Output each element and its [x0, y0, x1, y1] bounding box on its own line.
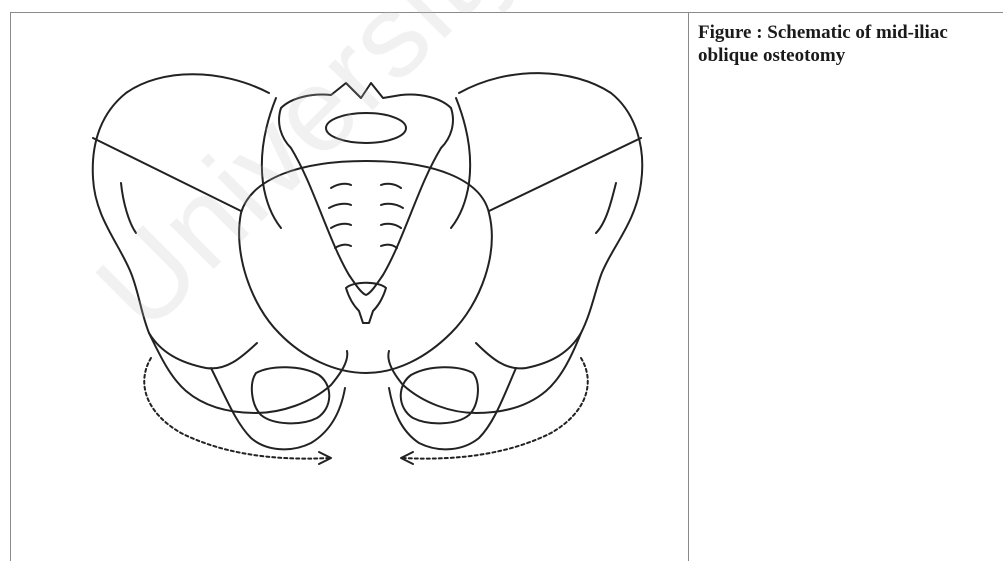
sacral-foramen-left-1 — [331, 184, 351, 188]
pelvis-osteotomy-figure — [11, 13, 688, 561]
sacral-foramen-right-4 — [381, 245, 397, 248]
right-ilium-inner-contour — [596, 183, 616, 233]
left-ilium-inner-contour — [121, 183, 136, 233]
right-osteotomy-line — [489, 138, 641, 211]
left-rotation-arrow — [144, 358, 329, 459]
left-osteotomy-line — [93, 138, 241, 211]
sacral-foramen-left-3 — [331, 224, 351, 228]
right-rotation-arrow — [403, 358, 588, 459]
coccyx — [346, 283, 386, 323]
pelvic-brim — [239, 161, 492, 373]
figure-caption: Figure : Schematic of mid-iliac oblique … — [698, 21, 998, 67]
right-ischium-outline — [389, 368, 516, 449]
right-ilium-outline — [459, 73, 642, 368]
sacral-foramen-left-2 — [329, 204, 351, 208]
sacral-foramen-left-4 — [335, 245, 351, 248]
pelvis-illustration-icon — [11, 13, 688, 561]
sacral-foramen-right-3 — [381, 224, 401, 228]
sacrum-outline — [279, 83, 453, 295]
sacral-foramen-right-2 — [381, 204, 403, 208]
sacral-promontory — [326, 113, 406, 143]
left-pubis-outline — [149, 333, 347, 413]
right-obturator-foramen — [401, 367, 478, 423]
left-ilium-outline — [93, 74, 269, 368]
table-column-divider — [688, 12, 689, 561]
sacral-foramen-right-1 — [381, 184, 401, 188]
